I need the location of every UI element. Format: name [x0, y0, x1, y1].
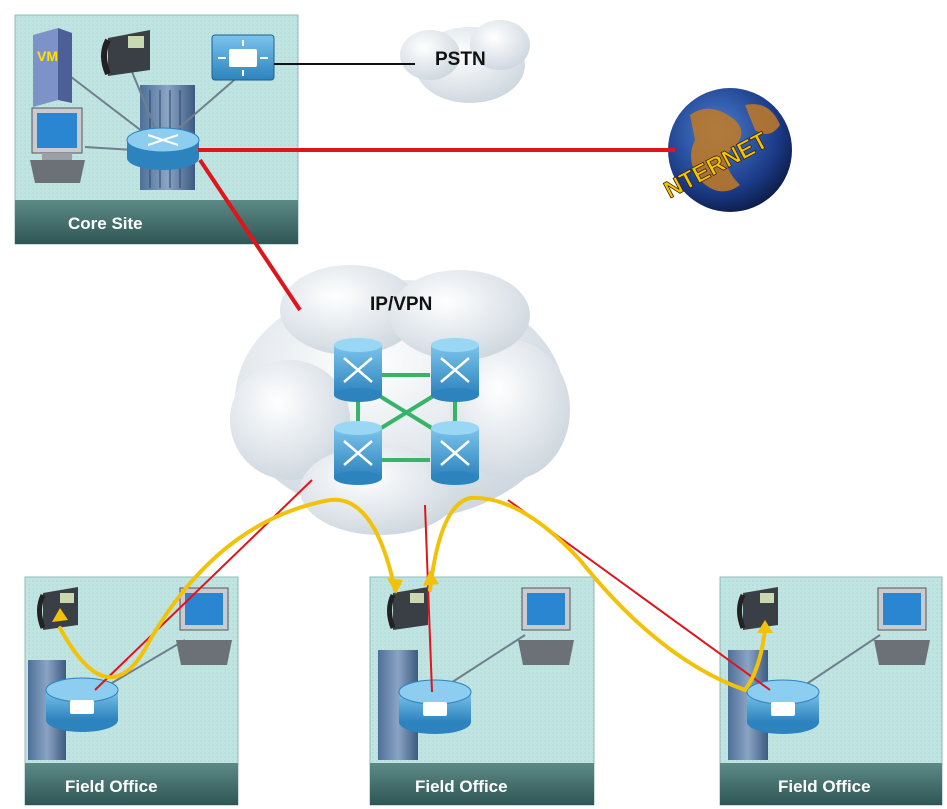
- core-workstation-icon: [30, 107, 85, 183]
- vm-label: VM: [37, 48, 58, 64]
- internet-globe-icon: NTERNET: [659, 88, 792, 212]
- field-router-icon-right: [746, 679, 820, 734]
- voice-gateway-icon: [211, 34, 275, 81]
- field-workstation-icon-left: [176, 587, 232, 665]
- core-site-label: Core Site: [68, 214, 143, 233]
- field-office-left-label: Field Office: [65, 777, 158, 796]
- voice-path-arrowheads: [52, 570, 773, 633]
- ip-vpn-cloud: IP/VPN: [230, 265, 570, 535]
- field-workstation-icon-right: [874, 587, 930, 665]
- provider-switch-icon-2: [431, 338, 479, 402]
- provider-switch-icon-3: [334, 421, 382, 485]
- voice-paths: [58, 495, 767, 693]
- field-workstation-icon-middle: [518, 587, 574, 665]
- field-office-middle-label: Field Office: [415, 777, 508, 796]
- core-router-icon: [126, 127, 200, 170]
- field-ip-phone-icon-right: [737, 587, 778, 630]
- field-router-icon-middle: [398, 679, 472, 734]
- pstn-cloud: PSTN: [400, 20, 530, 103]
- core-ip-phone-icon: [101, 30, 150, 76]
- field-ip-phone-icon-middle: [387, 587, 428, 630]
- provider-mesh-links: [356, 373, 457, 462]
- ip-vpn-label: IP/VPN: [370, 294, 432, 315]
- field-office-right-label: Field Office: [778, 777, 871, 796]
- field-ip-phone-icon-left: [37, 587, 78, 630]
- voicemail-server-icon: VM: [33, 28, 72, 107]
- pstn-label: PSTN: [435, 49, 486, 70]
- provider-switch-icon-4: [431, 421, 479, 485]
- provider-switch-icon-1: [334, 338, 382, 402]
- field-router-icon-left: [45, 677, 119, 732]
